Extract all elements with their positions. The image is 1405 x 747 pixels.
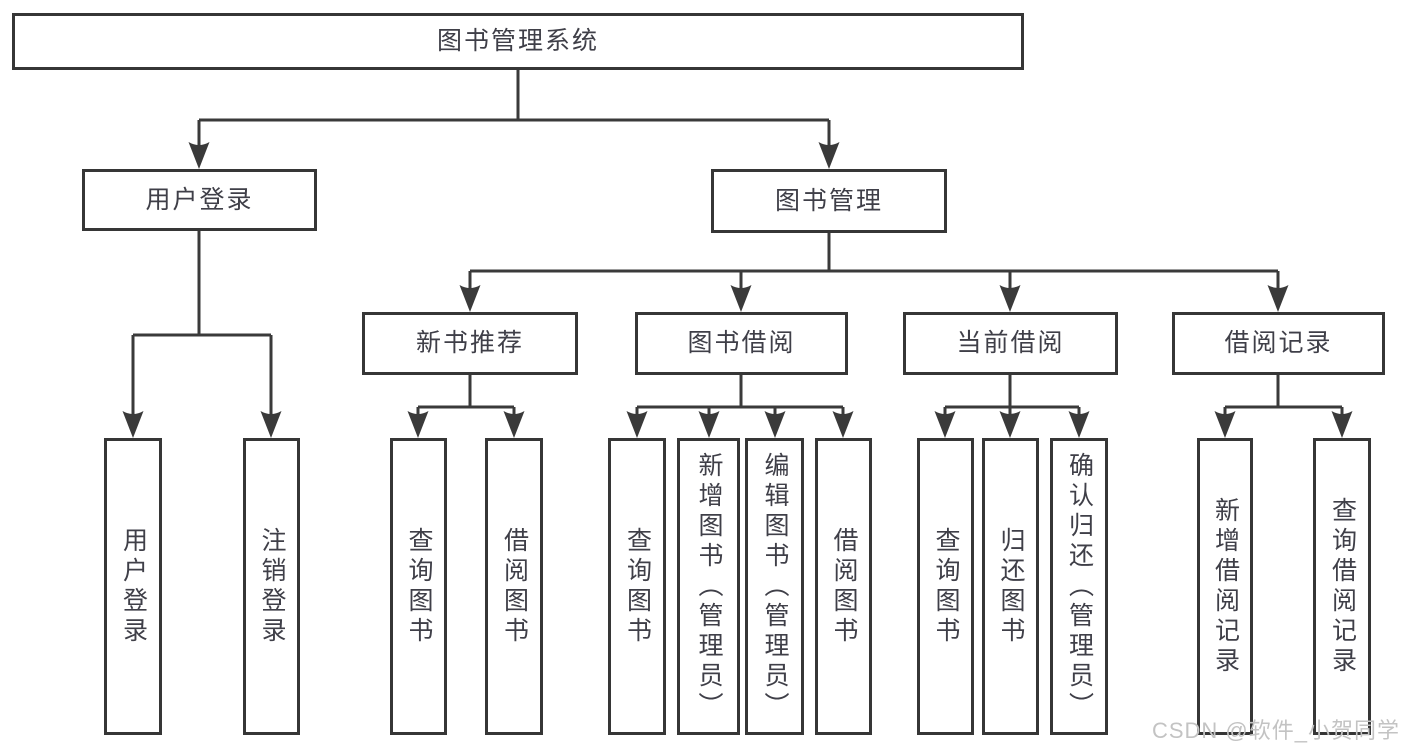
node-add-borrow-record: 新增借阅记录: [1197, 438, 1253, 735]
node-edit-book-admin: 编辑图书（管理员）: [745, 438, 804, 735]
node-user-login-leaf: 用户登录: [104, 438, 162, 735]
node-current-borrowing: 当前借阅: [903, 312, 1118, 375]
node-return-books: 归还图书: [982, 438, 1039, 735]
node-query-books-recommend: 查询图书: [390, 438, 447, 735]
node-confirm-return-admin: 确认归还（管理员）: [1050, 438, 1108, 735]
watermark-text: CSDN @软件_小贺同学: [1151, 718, 1400, 743]
node-borrow-records: 借阅记录: [1172, 312, 1385, 375]
node-library-system: 图书管理系统: [12, 13, 1024, 70]
node-borrow-books-leaf: 借阅图书: [815, 438, 872, 735]
node-logout-leaf: 注销登录: [243, 438, 300, 735]
node-book-borrowing: 图书借阅: [635, 312, 848, 375]
node-query-books-borrowing: 查询图书: [608, 438, 666, 735]
node-query-borrow-record: 查询借阅记录: [1313, 438, 1371, 735]
node-query-books-current: 查询图书: [917, 438, 974, 735]
node-new-book-recommend: 新书推荐: [362, 312, 578, 375]
node-add-book-admin: 新增图书（管理员）: [677, 438, 740, 735]
node-borrow-books-recommend: 借阅图书: [485, 438, 543, 735]
node-book-management: 图书管理: [711, 169, 947, 233]
node-user-login: 用户登录: [82, 169, 317, 231]
